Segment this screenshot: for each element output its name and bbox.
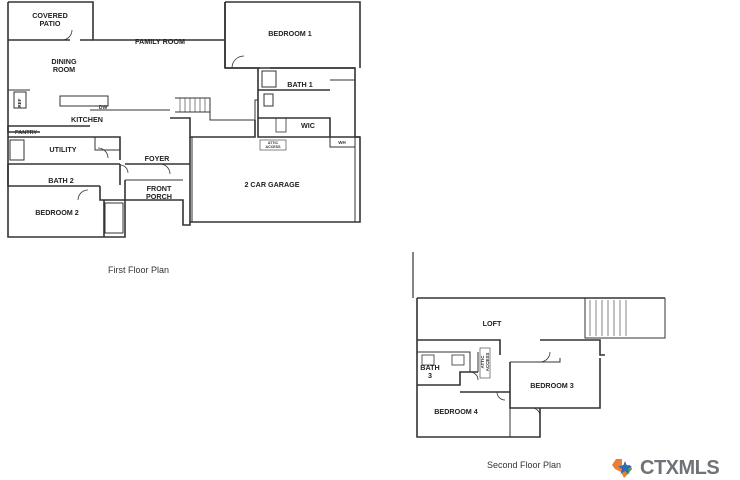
second-floor-plan: [412, 252, 666, 438]
wic-label: WIC: [301, 121, 315, 130]
loft-label: LOFT: [483, 319, 502, 328]
bedroom-2-label: BEDROOM 2: [35, 208, 79, 217]
first-floor-plan: [7, 1, 361, 238]
dining-room-label-line2: ROOM: [53, 65, 75, 74]
family-room-label: FAMILY ROOM: [135, 37, 185, 46]
attic-access-label-line2: ACCESS: [266, 145, 282, 149]
kitchen-label: KITCHEN: [71, 115, 103, 124]
covered-patio-label-line1: COVERED: [32, 11, 68, 20]
covered-patio-label-line2: PATIO: [40, 19, 61, 28]
attic-access-label-line1: ATTIC: [268, 141, 279, 145]
ctxmls-watermark: CTXMLS: [610, 456, 720, 479]
second-floor-caption: Second Floor Plan: [487, 460, 562, 470]
ref-label: REF: [17, 98, 22, 107]
bath-3-label-line1: BATH: [420, 363, 439, 372]
bedroom-3-label: BEDROOM 3: [530, 381, 574, 390]
pantry-label: PANTRY: [15, 130, 37, 136]
second-floor-labels: LOFT BATH 3 ATTIC ACCESS BEDROOM 3 BEDRO…: [420, 319, 573, 416]
texas-star-logo-icon: [612, 459, 632, 478]
bedroom-4-label: BEDROOM 4: [434, 407, 478, 416]
bath-3-label-line2: 3: [428, 371, 432, 380]
first-floor-labels: COVERED PATIO FAMILY ROOM BEDROOM 1 DINI…: [15, 11, 346, 217]
bath-2-label: BATH 2: [48, 176, 73, 185]
bedroom-1-label: BEDROOM 1: [268, 29, 312, 38]
foyer-label: FOYER: [145, 154, 171, 163]
bath-1-label: BATH 1: [287, 80, 312, 89]
two-car-garage-label: 2 CAR GARAGE: [244, 180, 299, 189]
dw-label: DW: [99, 105, 108, 111]
front-porch-label-line2: PORCH: [146, 192, 172, 201]
first-floor-caption: First Floor Plan: [108, 265, 170, 275]
attic-access-2-label-line1: ATTIC: [480, 355, 485, 369]
attic-access-2-label-line2: ACCESS: [485, 353, 490, 372]
dining-room-label-line1: DINING: [51, 57, 77, 66]
ctxmls-logo-text: CTXMLS: [640, 456, 720, 479]
front-porch-label-line1: FRONT: [147, 184, 172, 193]
wh-label: WH: [338, 140, 346, 145]
utility-label: UTILITY: [49, 145, 76, 154]
